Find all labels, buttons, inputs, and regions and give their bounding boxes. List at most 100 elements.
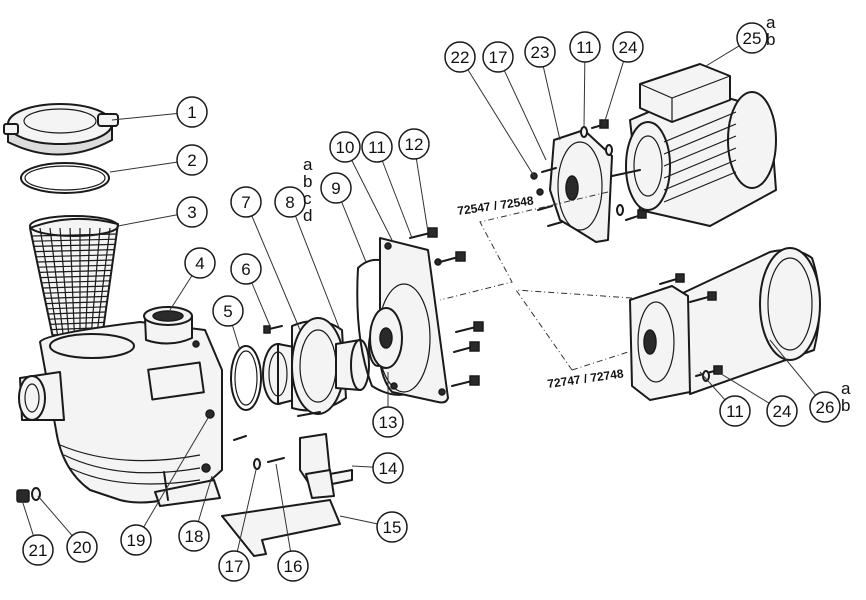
leader-line-25	[705, 45, 740, 67]
part-pump-housing	[18, 306, 223, 507]
leader-line-15	[339, 515, 378, 525]
leader-line-12	[415, 158, 429, 233]
leader-line-21	[21, 499, 34, 536]
callout-circle	[230, 186, 262, 218]
callout-20: 20	[66, 531, 98, 563]
callout-number: 24	[619, 38, 638, 57]
callout-variant: b	[303, 172, 312, 191]
leader-lines	[21, 45, 816, 552]
callout-number: 21	[29, 541, 48, 560]
leader-line-2	[109, 161, 178, 173]
callout-circle	[444, 41, 476, 73]
callout-23: 23	[524, 36, 556, 68]
model-label-72747: 72747 / 72748	[546, 366, 624, 391]
callout-circle	[184, 247, 216, 279]
callout-circle	[178, 520, 210, 552]
callout-16: 16	[277, 550, 309, 582]
part-housing-gasket	[356, 258, 427, 396]
callout-variant: a	[766, 13, 776, 32]
callout-number: 14	[379, 459, 398, 478]
callout-variant: b	[841, 396, 850, 415]
callout-number: 7	[241, 193, 250, 212]
callout-number: 23	[531, 43, 550, 62]
callout-number: 4	[195, 254, 204, 273]
part-drain-plug	[16, 487, 41, 503]
callout-number: 17	[225, 557, 244, 576]
callout-number: 10	[336, 138, 355, 157]
part-lid-o-ring	[20, 162, 110, 194]
callout-24: 24	[766, 395, 798, 427]
callout-variant: c	[303, 189, 312, 208]
part-seal-plate	[369, 237, 449, 404]
leader-line-24	[603, 61, 625, 125]
part-impeller	[291, 317, 370, 415]
part-strainer-basket	[29, 215, 119, 358]
connection-lines	[439, 191, 633, 371]
callout-18: 18	[178, 520, 210, 552]
leader-line-11	[381, 160, 413, 239]
leader-line-11	[583, 61, 586, 129]
callout-circle	[274, 186, 306, 218]
callout-22: 22	[444, 41, 476, 73]
callout-number: 25	[743, 29, 762, 48]
leader-line-16	[275, 463, 292, 552]
callout-5: 5	[212, 295, 244, 327]
callout-circle	[22, 534, 54, 566]
callout-number: 15	[383, 518, 402, 537]
leader-line-6	[251, 282, 271, 327]
part-screw-6	[263, 325, 283, 334]
callout-21: 21	[22, 534, 54, 566]
leader-line-23	[542, 66, 561, 141]
callout-number: 11	[726, 402, 744, 421]
callout-3: 3	[176, 196, 208, 228]
leader-line-4	[169, 275, 193, 311]
callout-10: 10	[329, 131, 361, 163]
leader-line-5	[231, 325, 241, 351]
callout-number: 8	[285, 193, 294, 212]
callout-number: 19	[127, 531, 146, 550]
callout-circle	[809, 391, 841, 423]
callout-circle	[176, 144, 208, 176]
callout-number: 13	[379, 413, 398, 432]
callout-number: 11	[368, 138, 386, 157]
callout-number: 26	[816, 398, 835, 417]
callout-circle	[372, 452, 404, 484]
callout-11: 11	[569, 31, 601, 63]
part-lid	[3, 103, 119, 156]
leader-line-1	[111, 112, 178, 121]
callout-number: 17	[489, 48, 508, 67]
callout-7: 7	[230, 186, 262, 218]
leader-line-26	[769, 339, 816, 396]
leader-line-14	[351, 465, 374, 468]
callout-circle	[230, 253, 262, 285]
callout-circle	[176, 196, 208, 228]
part-diffuser-o-ring	[230, 345, 262, 411]
callout-1: 1	[176, 96, 208, 128]
leader-line-24	[717, 371, 770, 404]
callout-24: 24	[612, 31, 644, 63]
callout-number: 18	[185, 527, 204, 546]
model-label-72547: 72547 / 72548	[456, 193, 534, 218]
callout-variant: a	[841, 379, 851, 398]
part-support-15	[221, 469, 341, 557]
callout-12: 12	[398, 128, 430, 160]
callout-circle	[320, 172, 352, 204]
callout-variant: d	[303, 206, 312, 225]
callout-11: 11	[361, 131, 393, 163]
callout-circle	[277, 550, 309, 582]
leader-line-18	[197, 475, 213, 522]
callout-9: 9	[320, 172, 352, 204]
callout-number: 1	[187, 103, 196, 122]
callout-number: 24	[773, 402, 792, 421]
callout-circle	[524, 36, 556, 68]
callout-circle	[736, 22, 768, 54]
callout-circle	[398, 128, 430, 160]
callout-variant: a	[303, 155, 313, 174]
callout-variant: b	[766, 30, 775, 49]
part-bolts-12	[409, 227, 484, 387]
